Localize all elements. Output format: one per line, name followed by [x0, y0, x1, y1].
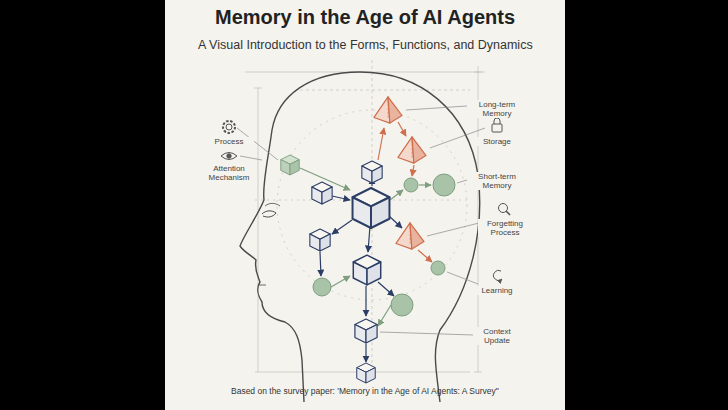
- part-label: Context Update: [473, 327, 521, 345]
- diagram-title: Memory in the Age of AI Agents: [215, 6, 515, 29]
- subtitle: A Visual Introduction to the Forms, Func…: [198, 38, 533, 52]
- part-label: Forgetting Process: [478, 219, 532, 237]
- part-label: Long-term Memory: [468, 100, 526, 118]
- part-label: Learning: [472, 286, 522, 295]
- part-label: Storage: [472, 137, 522, 146]
- part-label: Short-term Memory: [468, 172, 526, 190]
- part-label: Attention Mechanism: [201, 164, 257, 182]
- part-label: Process: [204, 137, 254, 146]
- caption: Based on the survey paper: 'Memory in th…: [231, 387, 499, 397]
